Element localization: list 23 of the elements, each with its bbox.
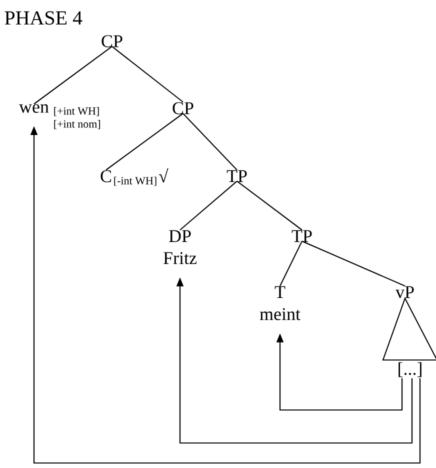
tree-label: vP: [396, 286, 414, 298]
feature-label: [-int WH]: [114, 176, 156, 186]
tree-label: wen: [19, 104, 49, 113]
check-mark: √: [158, 168, 168, 182]
tree-label: C: [100, 170, 111, 182]
branch-line: [236, 180, 302, 230]
tree-label: [...]: [398, 362, 422, 378]
tree-label: DP Fritz: [164, 230, 196, 264]
feature-label: [+int nom]: [54, 120, 100, 130]
branch-line: [106, 113, 184, 170]
tree-label: TP: [292, 230, 312, 242]
tree-label: CP: [172, 102, 194, 114]
branch-line: [34, 46, 112, 104]
tree-label: T meint: [260, 286, 300, 320]
tree-label: TP: [226, 170, 247, 182]
branch-line: [182, 113, 238, 170]
branch-line: [180, 180, 238, 230]
branch-line: [280, 240, 302, 286]
branch-line: [112, 46, 184, 102]
tree-label: CP: [102, 35, 122, 48]
branch-line: [302, 240, 406, 286]
heading: PHASE 4: [4, 11, 82, 25]
feature-label: [+int WH]: [54, 106, 99, 116]
